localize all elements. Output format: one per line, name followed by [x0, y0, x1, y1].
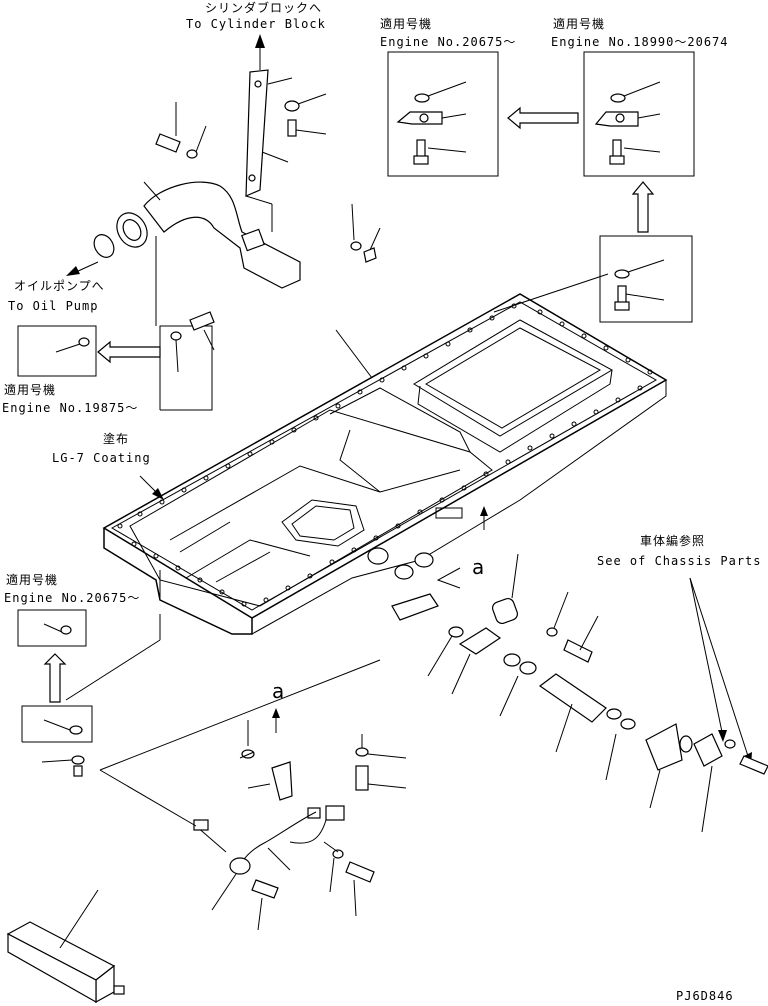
coating-label-en: LG-7 Coating [52, 451, 151, 465]
drain-plug [427, 626, 464, 677]
applicable-1-label-en: Engine No.20675～ [380, 35, 516, 49]
o-ring [93, 234, 115, 258]
drain-boss-2 [394, 564, 414, 580]
arrow-chassis-parts [689, 577, 752, 766]
arrow-left-top-boxes [507, 106, 579, 130]
washer-right [546, 591, 569, 637]
arrow-up-cylinder-block [255, 34, 265, 70]
applicable-4-label-en: Engine No.20675～ [4, 591, 140, 605]
hose-clamp-2 [605, 708, 636, 781]
arrow-left-box3 [97, 340, 161, 364]
sensor-head [229, 857, 251, 875]
applicable-4-label-jp: 適用号機 [6, 572, 58, 587]
bolt-right [563, 615, 599, 663]
pan-mount-bracket [391, 593, 439, 621]
chassis-bolt [739, 755, 768, 775]
applicable-3-label-en: Engine No.19875～ [2, 401, 138, 415]
flange-bolt-holes [117, 303, 653, 607]
bracket-end-nut [350, 203, 381, 263]
suction-pipe [93, 181, 301, 289]
arrow-up-box4 [43, 653, 67, 703]
drain-valve-bracket [451, 627, 502, 695]
bracket-nut [284, 93, 327, 112]
detail-box-pipe-bracket [21, 705, 93, 743]
detail-box-engine-19875 [17, 325, 97, 377]
applicable-3-label-jp: 適用号機 [4, 382, 56, 397]
arrow-up-ref-a1 [480, 506, 488, 530]
arrow-up-right-boxes [631, 181, 655, 233]
bracket-bolt [287, 119, 327, 137]
pipe-support-bracket [245, 69, 293, 232]
pipe-flange-detail [155, 236, 215, 411]
arrow-coating [139, 475, 164, 500]
drain-valve [645, 723, 693, 809]
ref-a-label-1: a [472, 555, 484, 579]
oil-pump-label-en: To Oil Pump [8, 299, 98, 313]
detail-box-engine-20675-top [387, 51, 499, 177]
gauge-tube [6, 889, 125, 1004]
chassis-label-en: See of Chassis Parts [597, 554, 762, 568]
coating-label-jp: 塗布 [103, 431, 129, 446]
cylinder-block-label-en: To Cylinder Block [186, 17, 326, 31]
pipe-washer [71, 755, 85, 765]
arrow-to-oil-pump [66, 261, 99, 276]
ref-a-label-2: a [272, 679, 284, 703]
chassis-washer [724, 739, 736, 749]
oil-pump-label-jp: オイルポンプへ [14, 279, 105, 293]
applicable-2-label-jp: 適用号機 [553, 16, 605, 31]
drain-boss-1 [367, 547, 389, 565]
arrow-up-ref-a2 [272, 708, 280, 733]
drain-cap [693, 733, 723, 833]
sensor-bracket [271, 761, 293, 801]
spacer [491, 553, 519, 625]
drain-boss-3 [414, 552, 434, 568]
applicable-2-label-en: Engine No.18990～20674 [551, 35, 729, 49]
flange-bolt-left [155, 102, 207, 159]
applicable-1-label-jp: 適用号機 [380, 16, 432, 31]
detail-box-engine-20675-left [17, 609, 87, 647]
cylinder-block-label-jp: シリンダブロックへ [205, 0, 322, 15]
detail-box-engine-18990 [583, 51, 695, 177]
oil-pan [102, 273, 668, 635]
detail-box-bolt-washer [599, 235, 693, 323]
drain-hose [538, 673, 607, 753]
drawing-code: PJ6D846 [676, 989, 734, 1003]
oil-level-sensor [193, 720, 407, 931]
chassis-label-jp: 車体編参照 [640, 533, 705, 548]
hose-clamp-1 [499, 653, 537, 717]
